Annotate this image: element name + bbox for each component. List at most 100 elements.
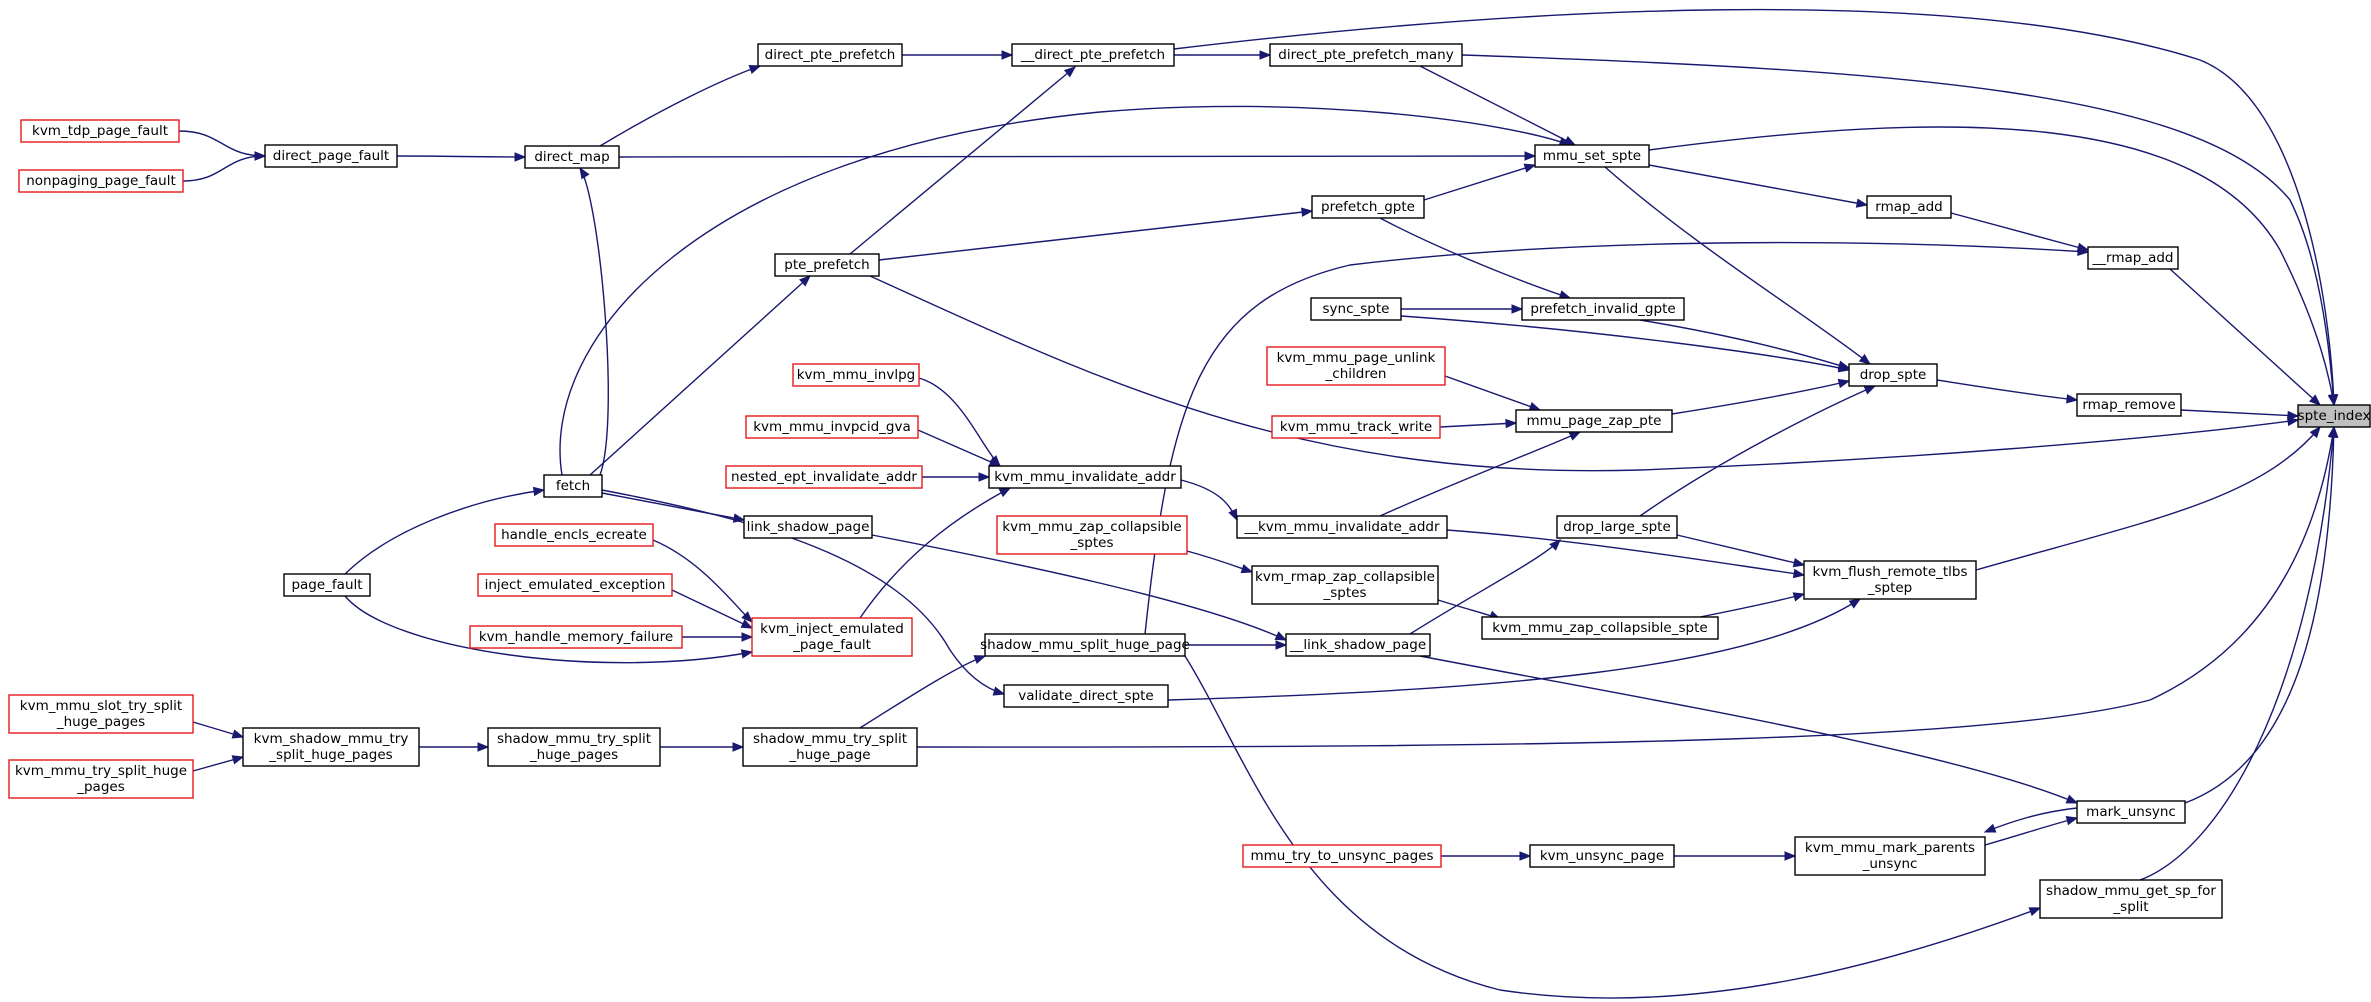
node-kvm-mmu-page-unlink-children[interactable]: kvm_mmu_page_unlink_children <box>1266 346 1446 386</box>
node-mmu-page-zap-pte[interactable]: mmu_page_zap_pte <box>1515 409 1673 433</box>
node-label: _huge_page <box>788 747 870 763</box>
node-link-shadow-page[interactable]: link_shadow_page <box>743 515 873 539</box>
edge-line <box>1419 65 1576 146</box>
edge-__rmap_add-to-spte_index <box>2169 268 2321 406</box>
node-kvm-flush-remote-tlbs-sptep[interactable]: kvm_flush_remote_tlbs_sptep <box>1803 560 1977 600</box>
node-kvm-unsync-page[interactable]: kvm_unsync_page <box>1529 844 1675 868</box>
edge-line <box>869 275 2299 472</box>
node-prefetch-invalid-gpte[interactable]: prefetch_invalid_gpte <box>1521 297 1685 321</box>
node-kvm-inject-emulated-page-fault[interactable]: kvm_inject_emulated_page_fault <box>751 617 913 657</box>
edge-arrowhead <box>1792 592 1806 602</box>
node-label: kvm_tdp_page_fault <box>32 123 168 139</box>
node-kvm-mmu-invpcid-gva[interactable]: kvm_mmu_invpcid_gva <box>745 415 919 439</box>
node-prefetch-gpte[interactable]: prefetch_gpte <box>1311 195 1425 219</box>
node-direct-map[interactable]: direct_map <box>524 145 620 169</box>
edge-arrowhead <box>1568 431 1582 441</box>
node-direct-page-fault[interactable]: direct_page_fault <box>264 144 398 168</box>
node-mark-unsync[interactable]: mark_unsync <box>2076 800 2186 824</box>
node-rmap-add[interactable]: rmap_add <box>1866 195 1952 219</box>
node-fetch[interactable]: fetch <box>543 474 603 498</box>
node-nested-ept-invalidate-addr[interactable]: nested_ept_invalidate_addr <box>725 465 923 489</box>
node-kvm-mmu-invalidate-addr[interactable]: __kvm_mmu_invalidate_addr <box>1236 515 1448 539</box>
node-shadow-mmu-split-huge-page[interactable]: shadow_mmu_split_huge_page <box>980 633 1190 657</box>
node-direct-pte-prefetch-many[interactable]: direct_pte_prefetch_many <box>1269 43 1463 67</box>
node-link-shadow-page[interactable]: __link_shadow_page <box>1285 633 1431 657</box>
edge-arrowhead <box>741 611 753 623</box>
edge-arrowhead <box>1274 631 1288 641</box>
edge-arrowhead <box>973 655 987 665</box>
node-kvm-mmu-slot-try-split-huge-pages[interactable]: kvm_mmu_slot_try_split_huge_pages <box>8 694 194 734</box>
node-kvm-mmu-invlpg[interactable]: kvm_mmu_invlpg <box>792 363 920 387</box>
node-label: _split_huge_pages <box>268 747 392 763</box>
node-kvm-handle-memory-failure[interactable]: kvm_handle_memory_failure <box>469 625 683 649</box>
node-mmu-set-spte[interactable]: mmu_set_spte <box>1534 144 1650 168</box>
node-page-fault[interactable]: page_fault <box>283 573 371 597</box>
edge-sync_spte-to-drop_spte <box>1400 315 1851 373</box>
node-kvm-mmu-track-write[interactable]: kvm_mmu_track_write <box>1271 415 1441 439</box>
edge-line <box>1671 380 1850 415</box>
node-shadow-mmu-try-split-huge-pages[interactable]: shadow_mmu_try_split_huge_pages <box>487 727 661 767</box>
node-validate-direct-spte[interactable]: validate_direct_spte <box>1003 684 1169 708</box>
node-nonpaging-page-fault[interactable]: nonpaging_page_fault <box>18 169 184 193</box>
node-label: kvm_mmu_slot_try_split <box>20 698 182 714</box>
edge-drop_large_spte-to-kvm_flush_remote_tlbs_sptep <box>1676 534 1806 568</box>
node-kvm-rmap-zap-collapsible-sptes[interactable]: kvm_rmap_zap_collapsible_sptes <box>1251 565 1439 605</box>
node-handle-encls-ecreate[interactable]: handle_encls_ecreate <box>494 523 654 547</box>
node-direct-pte-prefetch[interactable]: __direct_pte_prefetch <box>1011 43 1175 67</box>
node-label: handle_encls_ecreate <box>501 527 647 543</box>
node-label: __kvm_mmu_invalidate_addr <box>1243 519 1439 535</box>
node-direct-pte-prefetch[interactable]: direct_pte_prefetch <box>757 43 903 67</box>
node-box <box>2087 246 2179 270</box>
edge-shadow_mmu_try_split_huge_pages-to-shadow_mmu_try_split_huge_page <box>660 742 745 752</box>
node-mmu-try-to-unsync-pages[interactable]: mmu_try_to_unsync_pages <box>1242 844 1442 868</box>
node-box <box>283 573 371 597</box>
edge-direct_page_fault-to-direct_map <box>396 152 527 162</box>
node-shadow-mmu-get-sp-for-split[interactable]: shadow_mmu_get_sp_for_split <box>2039 879 2223 919</box>
node-kvm-mmu-mark-parents-unsync[interactable]: kvm_mmu_mark_parents_unsync <box>1794 836 1986 876</box>
edge-line <box>1676 534 1805 566</box>
edge-line <box>1180 479 1238 521</box>
node-box <box>1271 415 1441 439</box>
node-label: drop_large_spte <box>1563 519 1671 535</box>
node-rmap-add[interactable]: __rmap_add <box>2087 246 2179 270</box>
edge-kvm_rmap_zap_collapsible_sptes-to-kvm_mmu_zap_collapsible_spte <box>1437 599 1502 620</box>
edge-line <box>396 155 526 158</box>
node-kvm-shadow-mmu-try-split-huge-pages[interactable]: kvm_shadow_mmu_try_split_huge_pages <box>242 727 420 767</box>
node-kvm-mmu-zap-collapsible-spte[interactable]: kvm_mmu_zap_collapsible_spte <box>1481 616 1719 640</box>
node-pte-prefetch[interactable]: pte_prefetch <box>774 253 880 277</box>
node-box <box>494 523 654 547</box>
edge-line <box>182 155 266 182</box>
node-kvm-mmu-zap-collapsible-sptes[interactable]: kvm_mmu_zap_collapsible_sptes <box>996 515 1188 555</box>
node-box <box>20 119 180 143</box>
edge-page_fault-to-fetch <box>344 486 546 575</box>
edge-nested_ept_invalidate_addr-to-kvm_mmu_invalidate_addr <box>922 472 991 482</box>
edge-arrowhead <box>2066 394 2079 404</box>
node-drop-large-spte[interactable]: drop_large_spte <box>1556 515 1678 539</box>
edge-arrowhead <box>1063 66 1077 78</box>
node-label: _huge_pages <box>529 747 618 763</box>
edge-kvm_mmu_invpcid_gva-to-kvm_mmu_invalidate_addr <box>917 429 1002 467</box>
node-kvm-mmu-invalidate-addr[interactable]: kvm_mmu_invalidate_addr <box>988 465 1182 489</box>
node-kvm-mmu-try-split-huge-pages[interactable]: kvm_mmu_try_split_huge_pages <box>8 759 194 799</box>
node-inject-emulated-exception[interactable]: inject_emulated_exception <box>477 573 673 597</box>
edge-kvm_shadow_mmu_try_split_huge_pages-to-shadow_mmu_try_split_huge_pages <box>419 742 490 752</box>
edge-shadow_mmu_split_huge_page-to-shadow_mmu_get_sp_for_split <box>1184 655 2042 999</box>
edge-inject_emulated_exception-to-kvm_inject_emulated_page_fault <box>671 589 754 629</box>
node-box <box>745 415 919 439</box>
edge-line <box>1184 655 2041 999</box>
edge-line <box>871 534 1287 641</box>
edge-arrowhead <box>2065 816 2079 826</box>
edge-line <box>178 130 266 157</box>
node-shadow-mmu-try-split-huge-page[interactable]: shadow_mmu_try_split_huge_page <box>742 727 918 767</box>
node-rmap-remove[interactable]: rmap_remove <box>2076 393 2182 417</box>
edge-arrowhead <box>998 487 1012 498</box>
edge-kvm_mmu_slot_try_split_huge_pages-to-kvm_shadow_mmu_try_split_huge_pages <box>192 721 245 739</box>
edge-mmu_set_spte-to-rmap_add <box>1648 164 1869 208</box>
node-drop-spte[interactable]: drop_spte <box>1848 363 1938 387</box>
node-box <box>1866 195 1952 219</box>
node-sync-spte[interactable]: sync_spte <box>1310 297 1402 321</box>
edge-direct_map-to-direct_pte_prefetch <box>599 64 762 147</box>
edge-arrowhead <box>748 64 762 74</box>
node-kvm-tdp-page-fault[interactable]: kvm_tdp_page_fault <box>20 119 180 143</box>
node-label: sync_spte <box>1323 301 1390 317</box>
